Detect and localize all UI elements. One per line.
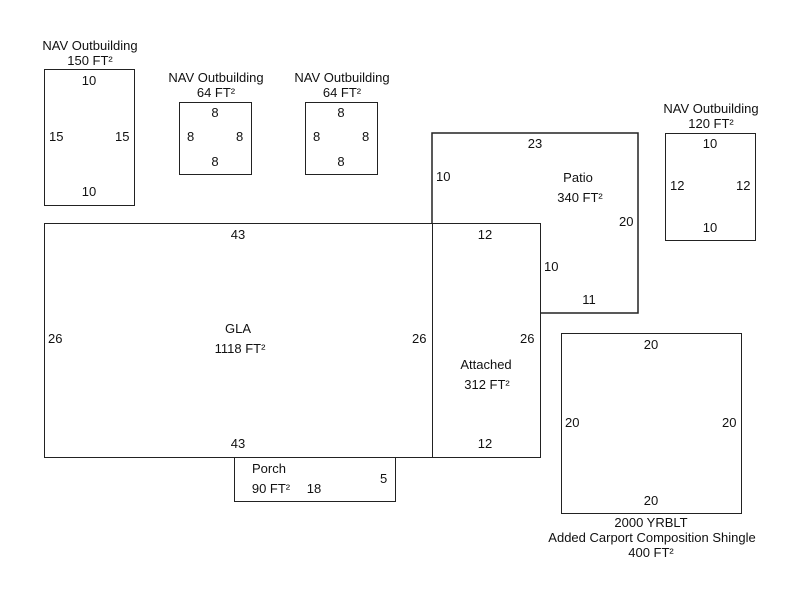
outbuilding1-shape[interactable] bbox=[44, 69, 135, 206]
dimension-label: 12 bbox=[477, 436, 493, 451]
dimension-label: 10 bbox=[702, 220, 718, 235]
dimension-label: 18 bbox=[306, 481, 322, 496]
dimension-label: 8 bbox=[313, 129, 321, 144]
dimension-label: 10 bbox=[81, 73, 97, 88]
dimension-label: 23 bbox=[527, 136, 543, 151]
porch-shape[interactable] bbox=[234, 457, 396, 502]
dimension-label: 20 bbox=[643, 493, 659, 508]
dimension-label: 10 bbox=[702, 136, 718, 151]
dimension-label: 10 bbox=[544, 259, 559, 274]
outbuilding3-area: 64 FT² bbox=[322, 85, 362, 100]
dimension-label: 26 bbox=[412, 331, 427, 346]
dimension-label: 20 bbox=[722, 415, 737, 430]
dimension-label: 12 bbox=[670, 178, 685, 193]
carport-area: 400 FT² bbox=[628, 545, 674, 560]
attached-shape[interactable] bbox=[432, 223, 541, 458]
dimension-label: 20 bbox=[565, 415, 580, 430]
carport-description: Added Carport Composition Shingle bbox=[548, 530, 756, 545]
dimension-label: 43 bbox=[230, 436, 246, 451]
gla-label: GLA bbox=[224, 321, 252, 336]
dimension-label: 20 bbox=[643, 337, 659, 352]
outbuilding3-label: NAV Outbuilding bbox=[294, 70, 390, 85]
outbuilding2-area: 64 FT² bbox=[196, 85, 236, 100]
dimension-label: 8 bbox=[236, 129, 244, 144]
dimension-label: 20 bbox=[619, 214, 634, 229]
dimension-label: 8 bbox=[211, 154, 219, 169]
dimension-label: 15 bbox=[49, 129, 64, 144]
dimension-label: 11 bbox=[582, 292, 596, 307]
patio-area: 340 FT² bbox=[557, 190, 603, 205]
gla-area: 1118 FT² bbox=[214, 341, 266, 356]
outbuilding4-shape[interactable] bbox=[665, 133, 756, 241]
dimension-label: 5 bbox=[380, 471, 388, 486]
dimension-label: 8 bbox=[337, 154, 345, 169]
outbuilding4-label: NAV Outbuilding bbox=[663, 101, 759, 116]
outbuilding4-area: 120 FT² bbox=[688, 116, 734, 131]
dimension-label: 12 bbox=[736, 178, 751, 193]
dimension-label: 8 bbox=[362, 129, 370, 144]
porch-label: Porch bbox=[252, 461, 286, 476]
outbuilding1-area: 150 FT² bbox=[67, 53, 113, 68]
outbuilding2-label: NAV Outbuilding bbox=[168, 70, 264, 85]
carport-year-label: 2000 YRBLT bbox=[614, 515, 688, 530]
outbuilding3-shape[interactable] bbox=[305, 102, 378, 175]
dimension-label: 8 bbox=[187, 129, 195, 144]
dimension-label: 8 bbox=[211, 105, 219, 120]
dimension-label: 26 bbox=[48, 331, 63, 346]
dimension-label: 26 bbox=[520, 331, 535, 346]
dimension-label: 10 bbox=[81, 184, 97, 199]
dimension-label: 43 bbox=[230, 227, 246, 242]
outbuilding2-shape[interactable] bbox=[179, 102, 252, 175]
attached-label: Attached bbox=[460, 357, 512, 372]
dimension-label: 15 bbox=[115, 129, 130, 144]
carport-shape[interactable] bbox=[561, 333, 742, 514]
dimension-label: 8 bbox=[337, 105, 345, 120]
patio-label: Patio bbox=[563, 170, 593, 185]
dimension-label: 10 bbox=[436, 169, 451, 184]
outbuilding1-label: NAV Outbuilding bbox=[42, 38, 138, 53]
dimension-label: 12 bbox=[477, 227, 493, 242]
porch-area: 90 FT² bbox=[251, 481, 291, 496]
attached-area: 312 FT² bbox=[464, 377, 510, 392]
